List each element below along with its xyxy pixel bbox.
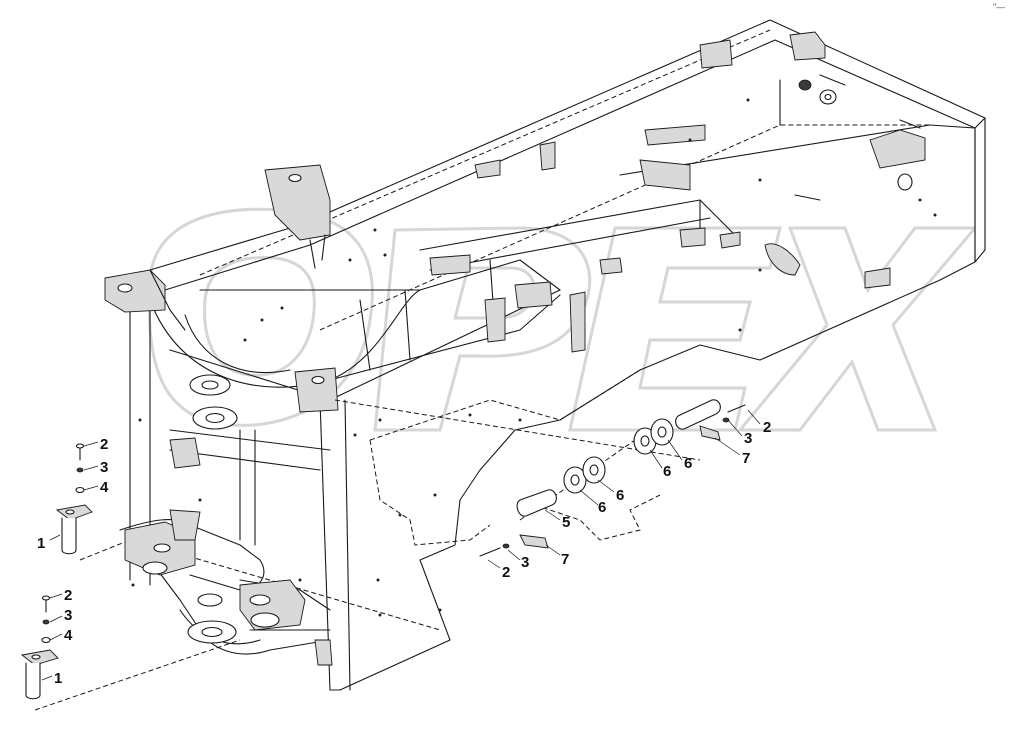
- callout-2d: 2: [502, 564, 510, 581]
- callout-6a: 6: [684, 455, 692, 472]
- callout-3a: 3: [100, 459, 108, 476]
- callout-leaders: [41, 409, 761, 681]
- callout-7b: 7: [561, 551, 569, 568]
- callout-7a: 7: [742, 450, 750, 467]
- callout-6c: 6: [616, 487, 624, 504]
- callout-1a: 1: [37, 535, 45, 552]
- callout-1b: 1: [54, 670, 62, 687]
- callout-2c: 2: [763, 419, 771, 436]
- callout-2b: 2: [64, 587, 72, 604]
- pin-assembly-lower-left: [20, 595, 59, 700]
- top-right-fittings: [474, 31, 926, 201]
- pivot-ring-upper: [189, 374, 238, 430]
- callout-3c: 3: [744, 430, 752, 447]
- pin-assembly-upper-left: [55, 443, 93, 555]
- callout-6d: 6: [598, 499, 606, 516]
- chassis-frame: [34, 19, 986, 711]
- callout-3d: 3: [521, 554, 529, 571]
- callout-5: 5: [562, 514, 570, 531]
- corner-mark: ″—: [993, 2, 1005, 12]
- lower-pivot-brackets: [124, 509, 333, 666]
- center-mount-block: [294, 367, 339, 413]
- upper-mount-bracket: [264, 164, 331, 269]
- callout-labels: 1 2 3 4 1 2 3 4 2 3 7 6 6 6 6 5 2 3 7: [37, 419, 771, 687]
- pin-assembly-right: [334, 399, 746, 557]
- callout-2a: 2: [100, 436, 108, 453]
- callout-6b: 6: [663, 463, 671, 480]
- callout-3b: 3: [64, 607, 72, 624]
- frame-hole-dots: [131, 98, 937, 617]
- top-left-bracket: [104, 269, 186, 331]
- callout-4a: 4: [100, 479, 109, 496]
- callout-4b: 4: [64, 627, 73, 644]
- interior-plates: [169, 124, 891, 469]
